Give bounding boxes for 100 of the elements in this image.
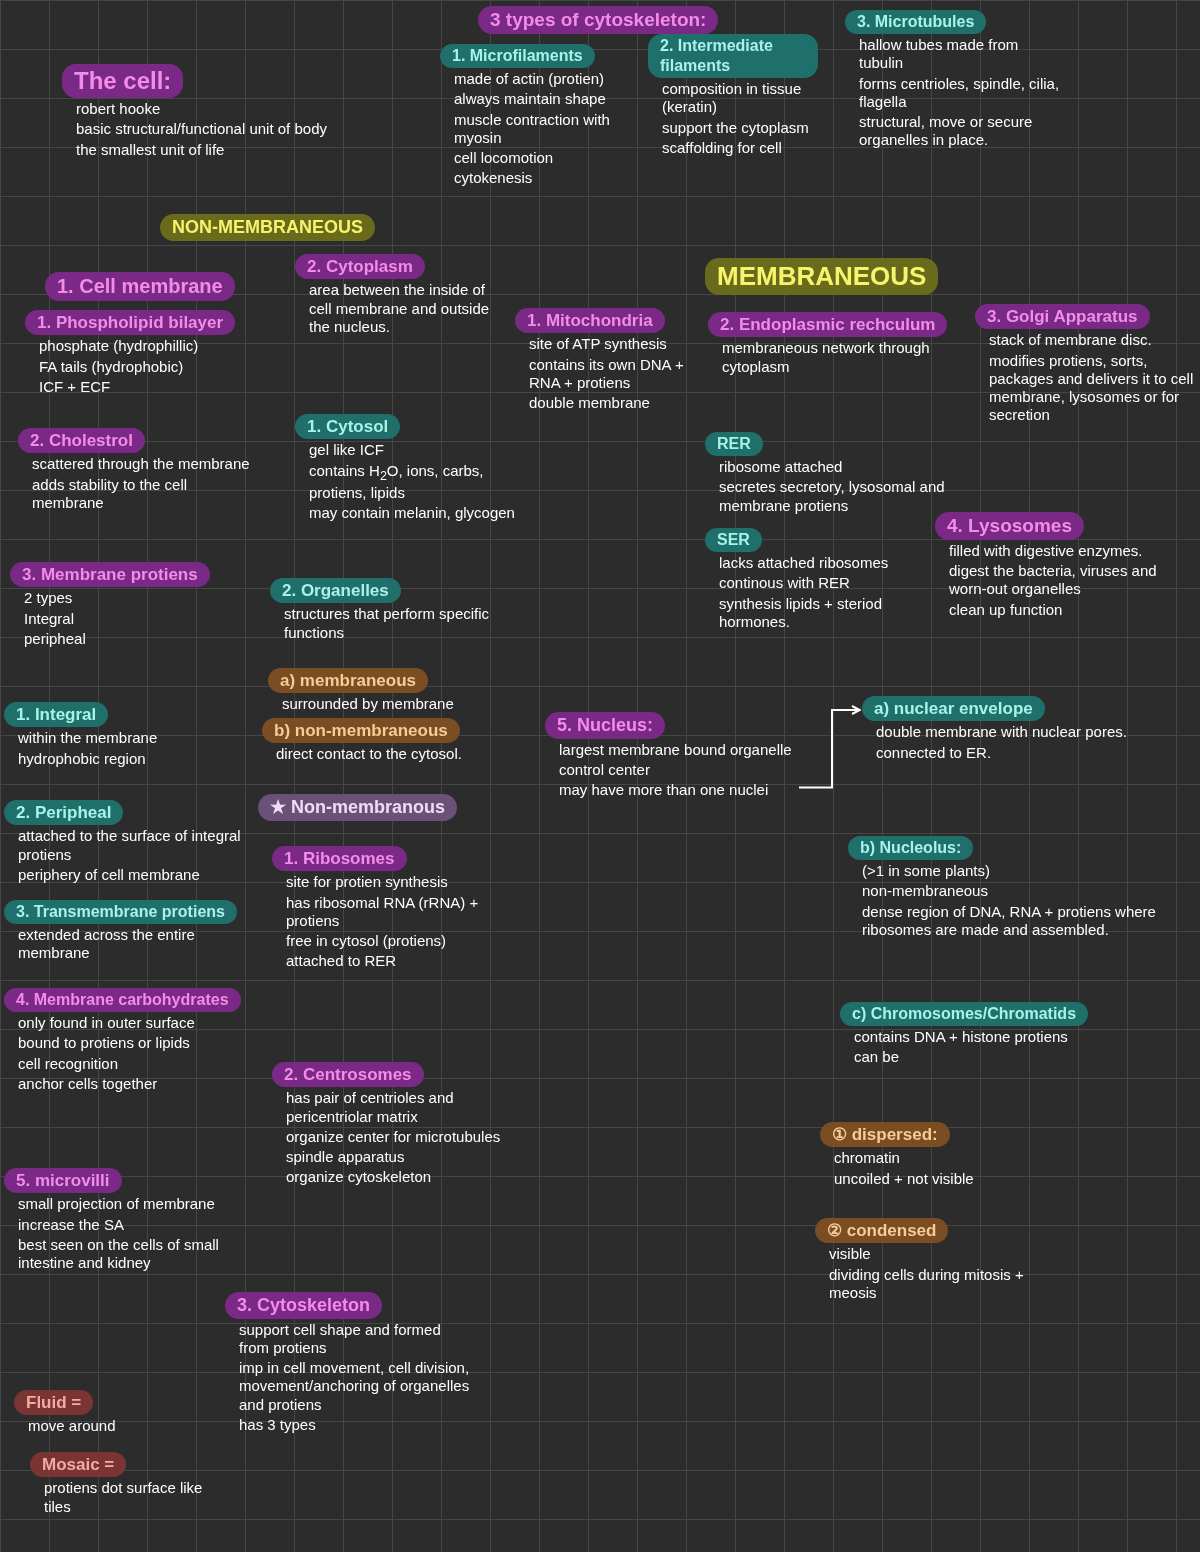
note-line: within the membrane <box>18 729 159 748</box>
arrow <box>798 705 861 789</box>
note-line: support the cytoplasm <box>662 118 810 137</box>
note-line: continous with RER <box>719 574 851 593</box>
note-line: organize cytoskeleton <box>286 1168 433 1187</box>
section-heading: 1. Cell membrane <box>45 272 235 301</box>
note-line: stack of membrane disc. <box>989 331 1153 350</box>
note-line: best seen on the cells of small intestine and kidney <box>18 1235 219 1273</box>
note-line: site for protien synthesis <box>286 873 449 892</box>
note-line: only found in outer surface <box>18 1014 196 1033</box>
section-heading: 5. Nucleus: <box>545 712 666 739</box>
note-line: membraneous network through cytoplasm <box>722 339 931 376</box>
note-line: may have more than one nuclei <box>559 781 770 800</box>
note-line: Integral <box>24 609 76 628</box>
section-heading: 1. Phospholipid bilayer <box>25 310 236 336</box>
section-heading: 3. Transmembrane protiens <box>4 900 237 924</box>
section-heading: 3. Golgi Apparatus <box>975 304 1150 330</box>
section-heading: 4. Membrane carbohydrates <box>4 988 241 1012</box>
note-line: direct contact to the cytosol. <box>276 745 463 764</box>
section-heading: Fluid = <box>14 1390 94 1416</box>
note-line: FA tails (hydrophobic) <box>39 357 185 376</box>
section-heading: 2. Cytoplasm <box>295 254 425 280</box>
note-line: hydrophobic region <box>18 749 147 768</box>
note-line: bound to protiens or lipids <box>18 1034 191 1053</box>
section-heading: ★ Non-membranous <box>258 794 457 821</box>
section-heading: The cell: <box>62 64 184 98</box>
section-heading: 1. Mitochondria <box>515 308 665 334</box>
section-heading: 4. Lysosomes <box>935 512 1084 540</box>
note-line: made of actin (protien) <box>454 70 606 89</box>
note-line: structural, move or secure organelles in place. <box>859 113 1034 150</box>
note-line: structures that perform specific functions <box>284 605 491 642</box>
section-heading: 5. microvilli <box>4 1168 122 1194</box>
section-heading: 2. Intermediate filaments <box>648 34 818 78</box>
note-line: largest membrane bound organelle <box>559 740 793 759</box>
note-line: can be <box>854 1048 901 1067</box>
note-line: peripheal <box>24 629 87 649</box>
note-line: modifies protiens, sorts, packages and delivers it to cell membrane, lysosomes or for secretion <box>989 351 1195 425</box>
note-line: synthesis lipids + steriod hormones. <box>719 594 883 632</box>
note-line: adds stability to the cell membrane <box>32 475 189 513</box>
note-line: phosphate (hydrophillic) <box>39 337 200 356</box>
note-line: move around <box>28 1417 117 1436</box>
note-line: site of ATP synthesis <box>529 335 668 354</box>
section-heading: b) non-membraneous <box>262 718 460 744</box>
note-line: dividing cells during mitosis + meosis <box>829 1265 1025 1303</box>
note-line: spindle apparatus <box>286 1148 406 1167</box>
note-line: cell recognition <box>18 1054 120 1073</box>
note-line: may contain melanin, glycogen <box>309 504 515 523</box>
note-line: contains DNA + histone protiens <box>854 1028 1069 1047</box>
note-line: protiens dot surface like tiles <box>44 1479 204 1516</box>
note-line: uncoiled + not visible <box>834 1169 975 1188</box>
note-line: connected to ER. <box>876 743 993 762</box>
section-heading: 2. Centrosomes <box>272 1062 424 1088</box>
section-heading: a) nuclear envelope <box>862 696 1045 722</box>
note-line: cell locomotion <box>454 149 555 168</box>
note-line: the smallest unit of life <box>76 140 226 159</box>
section-heading: 3. Cytoskeleton <box>225 1292 383 1319</box>
note-line: increase the SA <box>18 1215 125 1234</box>
section-heading: 3. Membrane protiens <box>10 562 210 588</box>
note-line: dense region of DNA, RNA + protiens where ribosomes are made and assembled. <box>862 902 1157 940</box>
section-heading: RER <box>705 432 763 456</box>
section-heading: ① dispersed: <box>820 1122 950 1148</box>
section-heading: SER <box>705 528 762 552</box>
section-heading: 2. Cholestrol <box>18 428 145 454</box>
note-line: (>1 in some plants) <box>862 862 991 881</box>
section-heading: Mosaic = <box>30 1452 127 1478</box>
section-heading: 3 types of cytoskeleton: <box>478 6 719 34</box>
note-line: double membrane <box>529 394 651 413</box>
note-line: double membrane with nuclear pores. <box>876 723 1128 742</box>
note-line: gel like ICF <box>309 441 386 460</box>
note-line: non-membraneous <box>862 882 989 901</box>
note-line: surrounded by membrane <box>282 695 455 714</box>
section-heading: 1. Integral <box>4 702 109 728</box>
section-heading: 1. Microfilaments <box>440 44 595 68</box>
section-heading: 2. Endoplasmic rechculum <box>708 312 948 338</box>
note-line: attached to RER <box>286 952 398 971</box>
section-heading: 2. Organelles <box>270 578 401 604</box>
note-line: visible <box>829 1245 872 1264</box>
note-line: cytokenesis <box>454 169 534 188</box>
section-heading: c) Chromosomes/Chromatids <box>840 1002 1089 1026</box>
note-line: area between the inside of cell membrane and outside the nucleus. <box>309 281 491 337</box>
note-line: organize center for microtubules <box>286 1127 502 1147</box>
note-line: has 3 types <box>239 1416 317 1435</box>
note-line: scaffolding for cell <box>662 138 783 158</box>
section-heading: 1. Ribosomes <box>272 846 407 872</box>
note-line: clean up function <box>949 600 1064 619</box>
section-heading: b) Nucleolus: <box>848 836 974 860</box>
section-heading: 1. Cytosol <box>295 414 401 440</box>
note-line: ICF + ECF <box>39 377 112 397</box>
note-line: basic structural/functional unit of body <box>76 120 328 139</box>
note-line: secretes secretory, lysosomal and membrane protiens <box>719 478 945 515</box>
note-line: lacks attached ribosomes <box>719 554 890 573</box>
section-heading: 3. Microtubules <box>845 10 987 34</box>
section-heading: a) membraneous <box>268 668 429 694</box>
note-line: always maintain shape <box>454 90 607 109</box>
section-heading: 2. Peripheal <box>4 800 124 826</box>
section-heading: NON-MEMBRANEOUS <box>160 214 375 241</box>
note-line: periphery of cell membrane <box>18 865 201 885</box>
note-line: ribosome attached <box>719 458 844 477</box>
note-line: extended across the entire membrane <box>18 926 196 963</box>
note-line: free in cytosol (protiens) <box>286 932 448 951</box>
